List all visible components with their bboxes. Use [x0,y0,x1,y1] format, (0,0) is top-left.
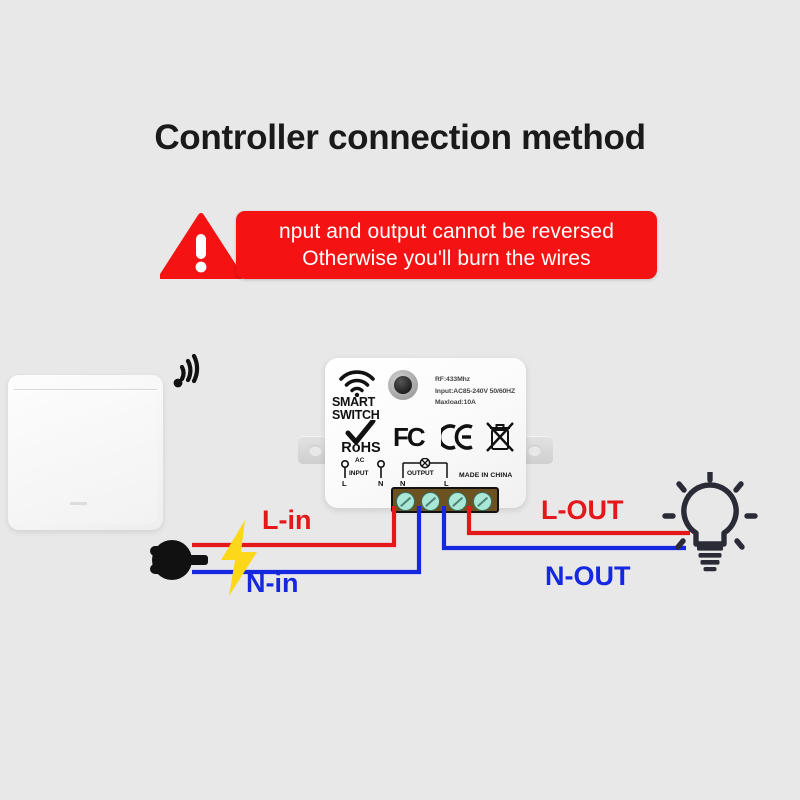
ce-mark-icon [441,424,473,450]
spec-input: Input:AC85-240V 50/60HZ [435,387,516,395]
pairing-button[interactable] [388,370,418,400]
warning-text-box: nput and output cannot be reversed Other… [236,211,657,279]
label-l-in: L-in [262,505,312,535]
device-brand-line-2: SWITCH [332,407,380,422]
rf-signal-icon [173,353,200,388]
mounting-hole-left [309,445,322,456]
label-n-in: N-in [246,568,299,598]
label-l-out: L-OUT [541,495,624,525]
wall-switch-indicator [70,502,87,505]
terminal-legend-diagram [341,457,448,478]
warning-line-1: nput and output cannot be reversed [279,220,614,243]
lightning-bolt-icon [221,520,257,596]
label-n-out: N-OUT [545,561,631,591]
legend-pin-1: L [342,479,347,488]
legend-ac-label: AC [355,457,365,464]
wall-switch-seam [14,389,157,390]
legend-input-label: INPUT [349,470,369,477]
rohs-check-icon [345,420,376,445]
warning-line-2: Otherwise you'll burn the wires [302,247,591,270]
power-plug-icon [150,540,208,580]
terminal-screw-n-out[interactable] [448,491,467,511]
rohs-label: RoHS [341,440,381,456]
terminal-block [391,487,499,513]
legend-pin-4: L [444,479,449,488]
device-brand-line-1: SMART [332,395,375,409]
fcc-mark: FC [393,422,426,452]
terminal-legend: AC INPUT OUTPUT L N N L MADE IN CHINA [333,457,523,490]
legend-output-label: OUTPUT [407,470,434,477]
wifi-icon [339,370,375,397]
terminal-screw-l-out[interactable] [473,491,492,511]
spec-maxload: Maxload:10A [435,399,476,406]
light-bulb-icon [662,472,758,572]
warning-banner: nput and output cannot be reversed Other… [160,211,657,279]
smart-switch-device: SMART SWITCH RF:433Mhz Input:AC85-240V 5… [298,358,553,513]
spec-rf: RF:433Mhz [435,376,470,383]
wall-switch-panel[interactable] [8,375,163,530]
weee-crossed-bin-icon [486,422,514,452]
mounting-hole-right [528,445,541,456]
terminal-screw-l-in[interactable] [396,491,415,511]
device-brand-text: SMART SWITCH [332,396,392,421]
pairing-button-inner [394,376,412,394]
page-title: Controller connection method [154,118,646,157]
legend-pin-2: N [378,479,384,488]
device-specs: RF:433Mhz Input:AC85-240V 50/60HZ Maxloa… [435,374,527,409]
legend-pin-3: N [400,479,406,488]
warning-triangle-icon [160,213,242,279]
terminal-screw-n-in[interactable] [421,491,440,511]
device-body: SMART SWITCH RF:433Mhz Input:AC85-240V 5… [325,358,527,513]
wall-switch-rocker[interactable] [14,390,157,524]
certification-marks: RoHS FC [335,420,525,456]
made-in-china-label: MADE IN CHINA [459,472,513,479]
